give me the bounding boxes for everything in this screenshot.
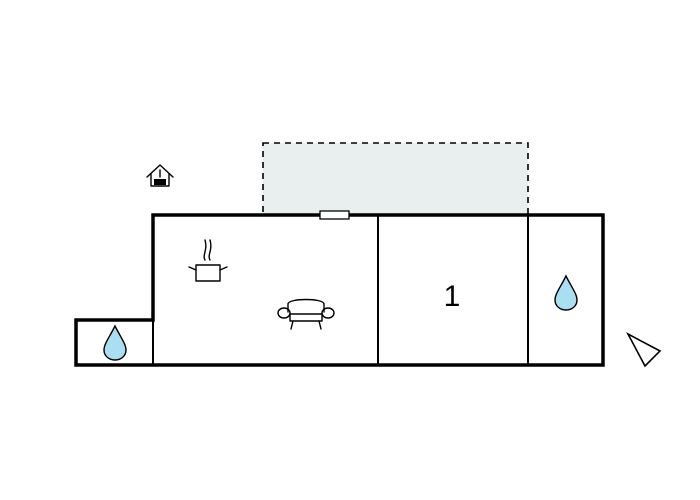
- water-drop-icon: [554, 274, 578, 311]
- water-drop-icon: [103, 324, 127, 361]
- terrace-door: [319, 210, 350, 220]
- sofa-icon: [277, 298, 335, 330]
- house-entrance-icon: [146, 164, 174, 187]
- terrace-area: [262, 142, 529, 216]
- north-arrow-icon: [626, 332, 662, 368]
- kitchen-pot-icon: [188, 239, 228, 282]
- bedroom-number: 1: [444, 280, 461, 313]
- outer-wall: [74, 213, 605, 367]
